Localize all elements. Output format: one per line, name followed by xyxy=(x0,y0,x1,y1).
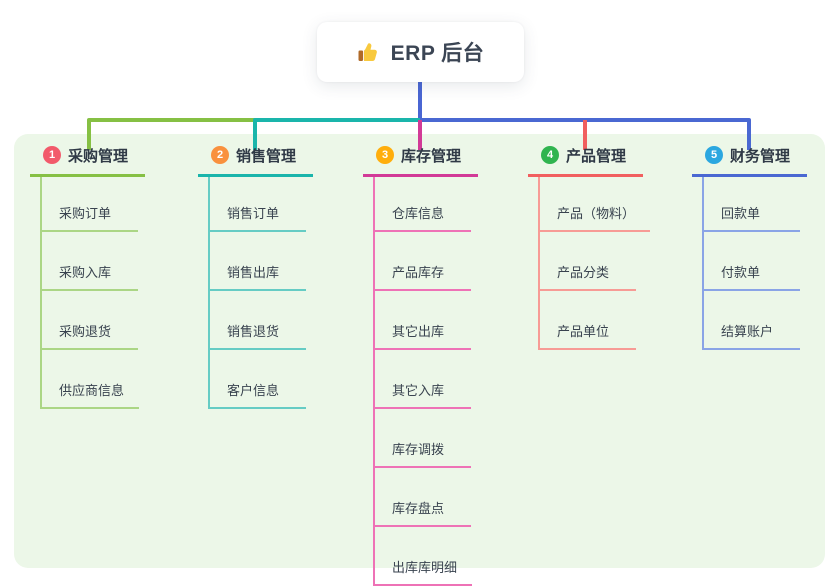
node-stock-transfer[interactable]: 库存调拨 xyxy=(375,409,471,468)
topic-procurement[interactable]: 1 采购管理 xyxy=(30,144,145,177)
branches-background-panel xyxy=(14,134,825,568)
root-title: ERP 后台 xyxy=(390,42,485,65)
node-settlement-account[interactable]: 结算账户 xyxy=(704,291,800,350)
topic-product[interactable]: 4 产品管理 xyxy=(528,144,643,177)
node-product-material[interactable]: 产品（物料） xyxy=(540,177,651,232)
node-purchase-return[interactable]: 采购退货 xyxy=(42,291,138,350)
node-warehouse-info[interactable]: 仓库信息 xyxy=(375,177,471,232)
node-sales-outbound[interactable]: 销售出库 xyxy=(210,232,306,291)
topic-sales[interactable]: 2 销售管理 xyxy=(198,144,313,177)
topic-finance[interactable]: 5 财务管理 xyxy=(692,144,807,177)
node-outbound-detail[interactable]: 出库库明细 xyxy=(375,527,473,586)
topic-label: 库存管理 xyxy=(401,147,462,165)
node-sales-order[interactable]: 销售订单 xyxy=(210,177,306,232)
badge-1: 1 xyxy=(43,146,61,164)
children-procurement: 采购订单 采购入库 采购退货 供应商信息 xyxy=(40,177,140,409)
thumbs-up-icon xyxy=(358,43,377,61)
node-product-category[interactable]: 产品分类 xyxy=(540,232,636,291)
children-product: 产品（物料） 产品分类 产品单位 xyxy=(538,177,651,350)
node-product-unit[interactable]: 产品单位 xyxy=(540,291,636,350)
branch-procurement: 1 采购管理 采购订单 采购入库 采购退货 供应商信息 xyxy=(30,144,145,409)
node-stock-count[interactable]: 库存盘点 xyxy=(375,468,471,527)
node-purchase-inbound[interactable]: 采购入库 xyxy=(42,232,138,291)
branch-inventory: 3 库存管理 仓库信息 产品库存 其它出库 其它入库 库存调拨 库存盘点 出库库… xyxy=(363,144,478,586)
children-sales: 销售订单 销售出库 销售退货 客户信息 xyxy=(208,177,306,409)
badge-4: 4 xyxy=(541,146,559,164)
node-sales-return[interactable]: 销售退货 xyxy=(210,291,306,350)
node-payment-bill[interactable]: 付款单 xyxy=(704,232,800,291)
node-supplier-info[interactable]: 供应商信息 xyxy=(42,350,140,409)
topic-label: 产品管理 xyxy=(566,147,627,165)
root-node-erp[interactable]: ERP 后台 xyxy=(317,22,524,82)
topic-label: 财务管理 xyxy=(730,147,791,165)
node-other-inbound[interactable]: 其它入库 xyxy=(375,350,471,409)
node-receipt-bill[interactable]: 回款单 xyxy=(704,177,800,232)
node-purchase-order[interactable]: 采购订单 xyxy=(42,177,138,232)
children-finance: 回款单 付款单 结算账户 xyxy=(702,177,800,350)
branch-product: 4 产品管理 产品（物料） 产品分类 产品单位 xyxy=(528,144,651,350)
badge-2: 2 xyxy=(211,146,229,164)
topic-label: 采购管理 xyxy=(68,147,129,165)
branch-sales: 2 销售管理 销售订单 销售出库 销售退货 客户信息 xyxy=(198,144,313,409)
badge-3: 3 xyxy=(376,146,394,164)
topic-inventory[interactable]: 3 库存管理 xyxy=(363,144,478,177)
node-product-stock[interactable]: 产品库存 xyxy=(375,232,471,291)
node-customer-info[interactable]: 客户信息 xyxy=(210,350,306,409)
branch-finance: 5 财务管理 回款单 付款单 结算账户 xyxy=(692,144,807,350)
node-other-outbound[interactable]: 其它出库 xyxy=(375,291,471,350)
badge-5: 5 xyxy=(705,146,723,164)
children-inventory: 仓库信息 产品库存 其它出库 其它入库 库存调拨 库存盘点 出库库明细 xyxy=(373,177,473,586)
topic-label: 销售管理 xyxy=(236,147,297,165)
